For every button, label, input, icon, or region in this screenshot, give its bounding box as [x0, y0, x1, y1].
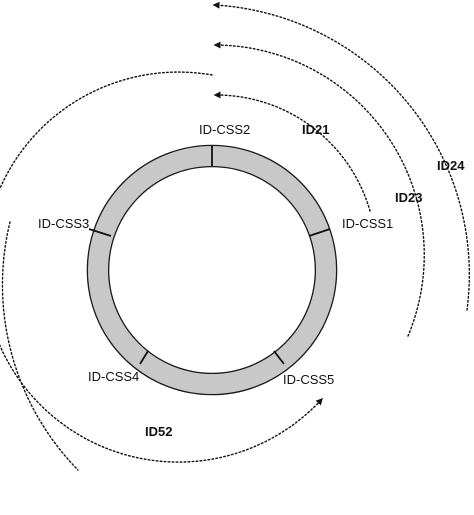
- arc-outer-left: [1, 221, 79, 471]
- ring-fill: [88, 146, 336, 394]
- segment-label-css4: ID-CSS4: [88, 369, 139, 384]
- arc-label-id52: ID52: [145, 424, 172, 439]
- segment-divider-bottom-right: [273, 350, 285, 365]
- segment-label-css1: ID-CSS1: [342, 216, 393, 231]
- arc-label-id24: ID24: [437, 158, 465, 173]
- segment-label-css2: ID-CSS2: [199, 122, 250, 137]
- segment-divider-bottom-left: [139, 350, 149, 365]
- arc-label-id21: ID21: [302, 122, 329, 137]
- arc-id21: [213, 91, 371, 212]
- arc-id23: [213, 41, 425, 337]
- arc-id52: [0, 71, 323, 463]
- arc-label-id23: ID23: [395, 190, 422, 205]
- segment-divider-right: [308, 228, 331, 237]
- arc-id24: [212, 1, 470, 311]
- segment-divider-left: [88, 228, 112, 237]
- segment-label-css3: ID-CSS3: [38, 216, 89, 231]
- segment-label-css5: ID-CSS5: [283, 372, 334, 387]
